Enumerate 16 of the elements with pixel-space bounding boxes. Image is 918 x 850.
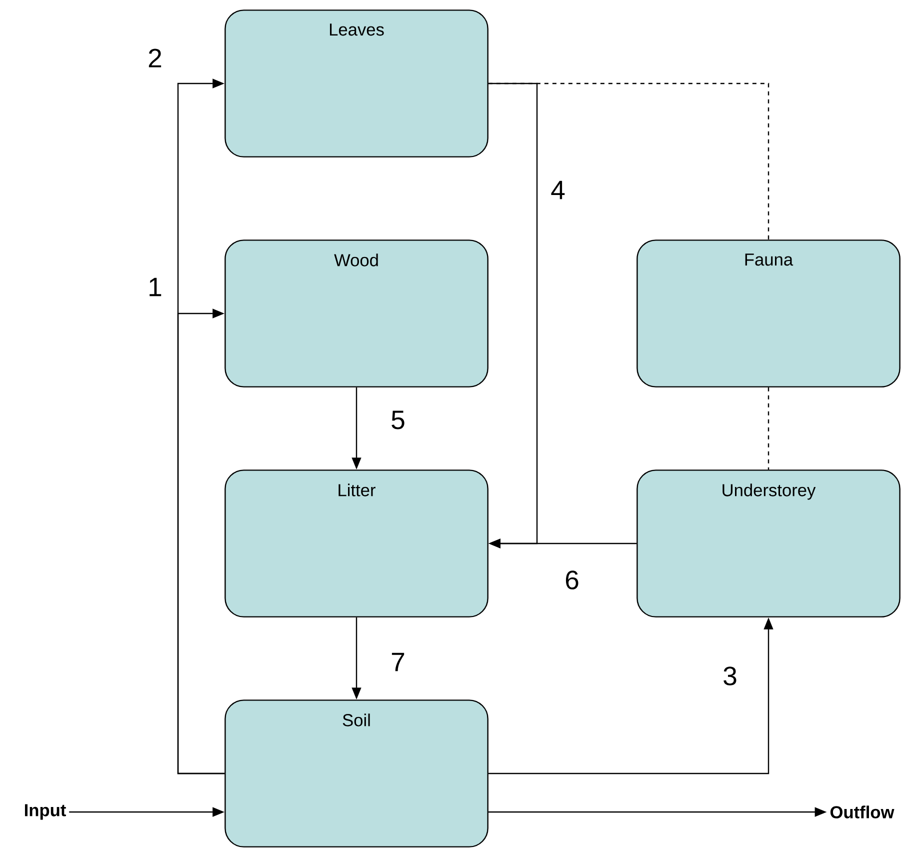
edge-label: 7 (392, 652, 404, 672)
arrow (177, 308, 225, 774)
edge-label: 4 (551, 180, 565, 200)
edge-label: 1 (150, 278, 162, 296)
bare-text: Input (24, 804, 66, 820)
box: Understorey (636, 470, 900, 618)
box: Litter (224, 470, 488, 618)
box: Soil (224, 700, 488, 848)
edge-label: 2 (148, 48, 162, 68)
edge-label: 6 (566, 570, 578, 590)
box: Wood (224, 240, 488, 388)
box: Leaves (224, 10, 488, 158)
box: Fauna (636, 240, 900, 388)
edge-label: 3 (724, 666, 736, 686)
bare-text: Outflow (830, 806, 894, 818)
edge-label: 5 (392, 410, 404, 430)
